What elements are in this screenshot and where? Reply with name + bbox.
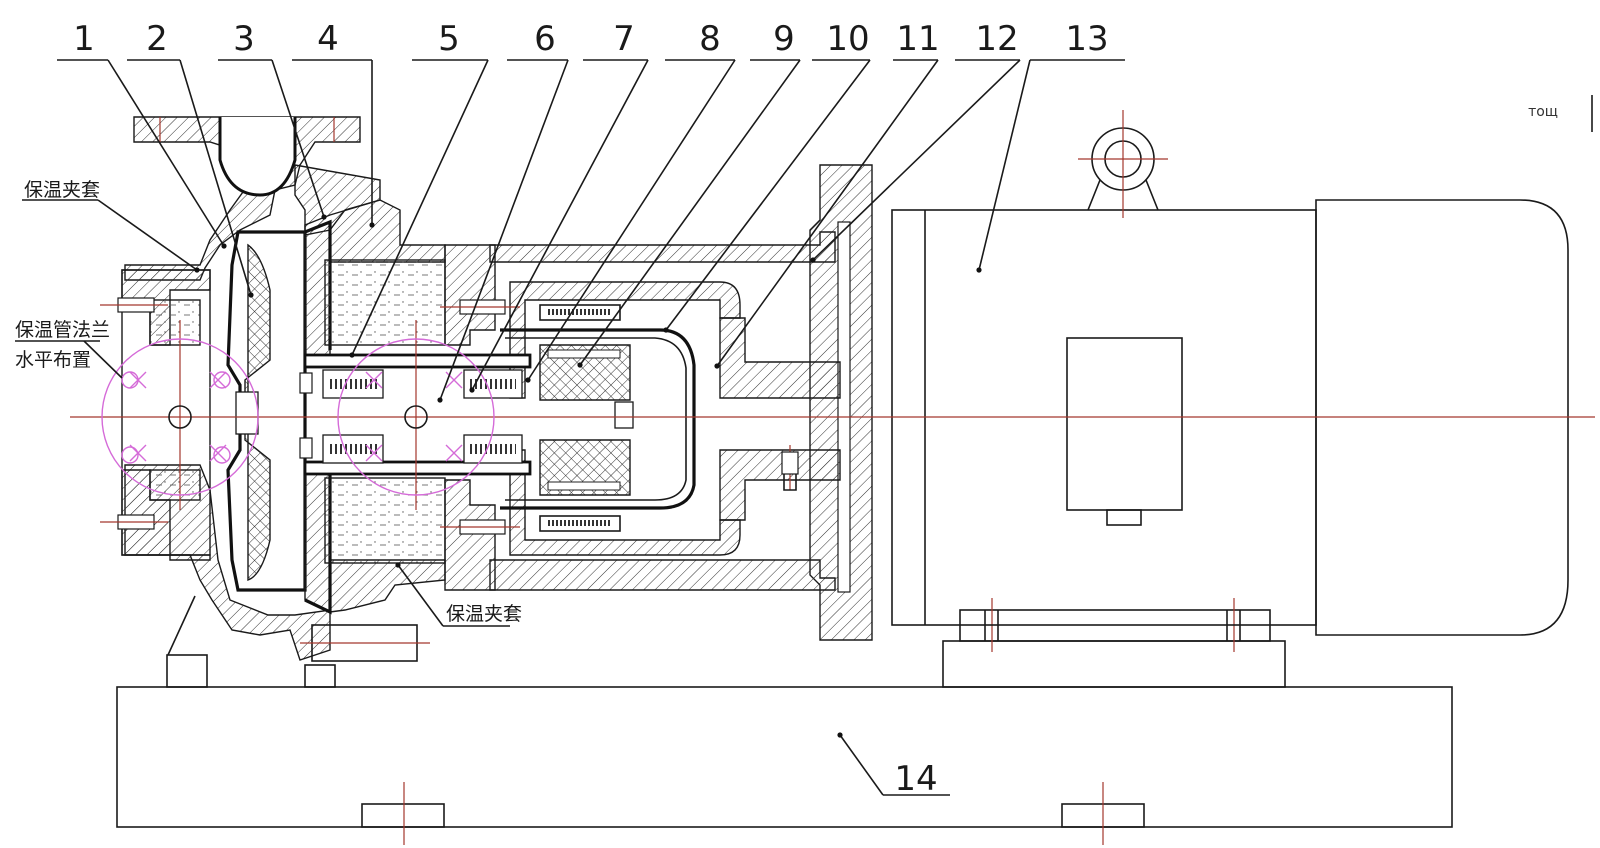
label-3: 3 [233, 19, 255, 59]
annotation-flange-line1: 保温管法兰 [15, 319, 110, 341]
label-12: 12 [975, 19, 1018, 59]
motor-support [942, 598, 1286, 688]
inner-magnet-rotor [539, 344, 631, 496]
label-2: 2 [146, 19, 168, 59]
label-8: 8 [699, 19, 721, 59]
motor-flange [809, 164, 873, 641]
corner-mark-text: тощ [1528, 104, 1558, 120]
label-13: 13 [1065, 19, 1108, 59]
annotation-jacket-bottom: 保温夹套 [446, 603, 522, 625]
label-7: 7 [613, 19, 635, 59]
label-9: 9 [773, 19, 795, 59]
label-1: 1 [73, 19, 95, 59]
annotation-flange-line2: 水平布置 [15, 349, 91, 371]
label-5: 5 [438, 19, 460, 59]
leader-dots [194, 214, 982, 738]
isolation-sleeve [500, 328, 696, 510]
impeller [226, 230, 307, 592]
motor [891, 110, 1569, 636]
pump-cover [300, 199, 446, 662]
flange-bolt [781, 451, 799, 491]
corner-mark: тощ [1528, 95, 1593, 132]
label-6: 6 [534, 19, 556, 59]
center-lines [70, 117, 1595, 510]
label-10: 10 [826, 19, 869, 59]
bearing-flange [440, 244, 520, 591]
outer-magnet-rotor [509, 281, 741, 556]
bracket-housing [489, 231, 841, 591]
leader-lines [15, 59, 1125, 796]
annotation-jacket-top: 保温夹套 [24, 179, 100, 201]
label-4: 4 [317, 19, 339, 59]
annotations: 保温夹套 保温管法兰 水平布置 保温夹套 [15, 179, 522, 625]
label-14: 14 [894, 759, 937, 799]
shaft-and-bearings [299, 353, 634, 476]
base-frame [116, 686, 1453, 845]
label-11: 11 [896, 19, 939, 59]
part-labels: 1 2 3 4 5 6 7 8 9 10 11 12 13 14 [73, 19, 1108, 799]
